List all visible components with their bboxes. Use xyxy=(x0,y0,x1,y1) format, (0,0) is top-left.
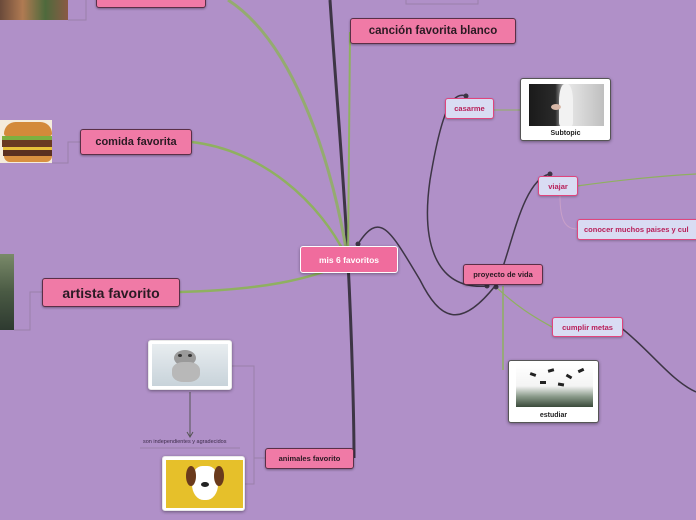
subtopic-cumplir-metas[interactable]: cumplir metas xyxy=(552,317,623,337)
connector-viajar-right xyxy=(576,173,696,187)
graduation-photo xyxy=(516,365,593,407)
topic-comida-label: comida favorita xyxy=(95,136,177,148)
arrow-head xyxy=(186,431,194,438)
artist-image xyxy=(0,254,14,330)
subtopic-viajar[interactable]: viajar xyxy=(538,176,578,196)
subtopic-casarme-label: casarme xyxy=(454,104,485,113)
connector-top-image xyxy=(227,0,350,261)
bracket-top xyxy=(68,0,87,21)
wedding-image-card[interactable]: Subtopic xyxy=(520,78,611,141)
animals-note: son independientes y agradecidos xyxy=(143,439,227,445)
topic-artista-favorito[interactable]: artista favorito xyxy=(42,278,180,307)
bracket-comida xyxy=(52,141,80,164)
central-topic-label: mis 6 favoritos xyxy=(319,254,379,265)
topic-proyecto-de-vida[interactable]: proyecto de vida xyxy=(463,264,543,285)
subtopic-cumplir-label: cumplir metas xyxy=(562,322,613,332)
central-topic[interactable]: mis 6 favoritos xyxy=(300,246,398,273)
subtopic-viajar-label: viajar xyxy=(548,181,568,191)
dog-image-card[interactable] xyxy=(162,456,245,511)
joint-dot xyxy=(493,284,499,290)
top-left-image xyxy=(0,0,68,20)
connector-comida xyxy=(191,140,350,261)
topic-cancion-favorita[interactable]: canción favorita blanco xyxy=(350,18,516,44)
bracket-cancion xyxy=(405,0,479,5)
connector-to-proyecto-top xyxy=(357,226,496,316)
graduation-caption: estudiar xyxy=(539,412,568,419)
cat-image-card[interactable] xyxy=(148,340,232,390)
topic-proyecto-label: proyecto de vida xyxy=(473,270,533,279)
topic-cancion-label: canción favorita blanco xyxy=(368,25,498,37)
connector-cancion xyxy=(347,31,351,261)
subtopic-conocer-label: conocer muchos paises y cul xyxy=(584,225,689,234)
joint-dot xyxy=(355,241,361,247)
bracket-artista xyxy=(14,291,42,331)
wedding-photo xyxy=(529,84,604,126)
topic-comida-favorita[interactable]: comida favorita xyxy=(80,129,192,155)
dog-photo xyxy=(166,460,243,508)
subtopic-conocer-paises[interactable]: conocer muchos paises y cul xyxy=(577,219,696,240)
topic-artista-label: artista favorito xyxy=(62,284,160,301)
connector-cumplir xyxy=(494,285,553,328)
joint-dot xyxy=(547,171,553,177)
joint-dot xyxy=(463,93,469,99)
graduation-image-card[interactable]: estudiar xyxy=(508,360,599,423)
subtopic-casarme[interactable]: casarme xyxy=(445,98,494,119)
connector-conocer xyxy=(559,195,578,230)
wedding-caption: Subtopic xyxy=(550,130,581,137)
burger-image xyxy=(0,120,52,163)
cat-photo xyxy=(152,344,228,386)
topic-top-cut[interactable] xyxy=(96,0,206,8)
connector-cumplir-right xyxy=(619,326,696,393)
topic-animales-favorito[interactable]: animales favorito xyxy=(265,448,354,469)
connector-animals-bracket xyxy=(232,365,265,485)
topic-animales-label: animales favorito xyxy=(278,454,341,463)
connector-casarme xyxy=(426,94,488,287)
